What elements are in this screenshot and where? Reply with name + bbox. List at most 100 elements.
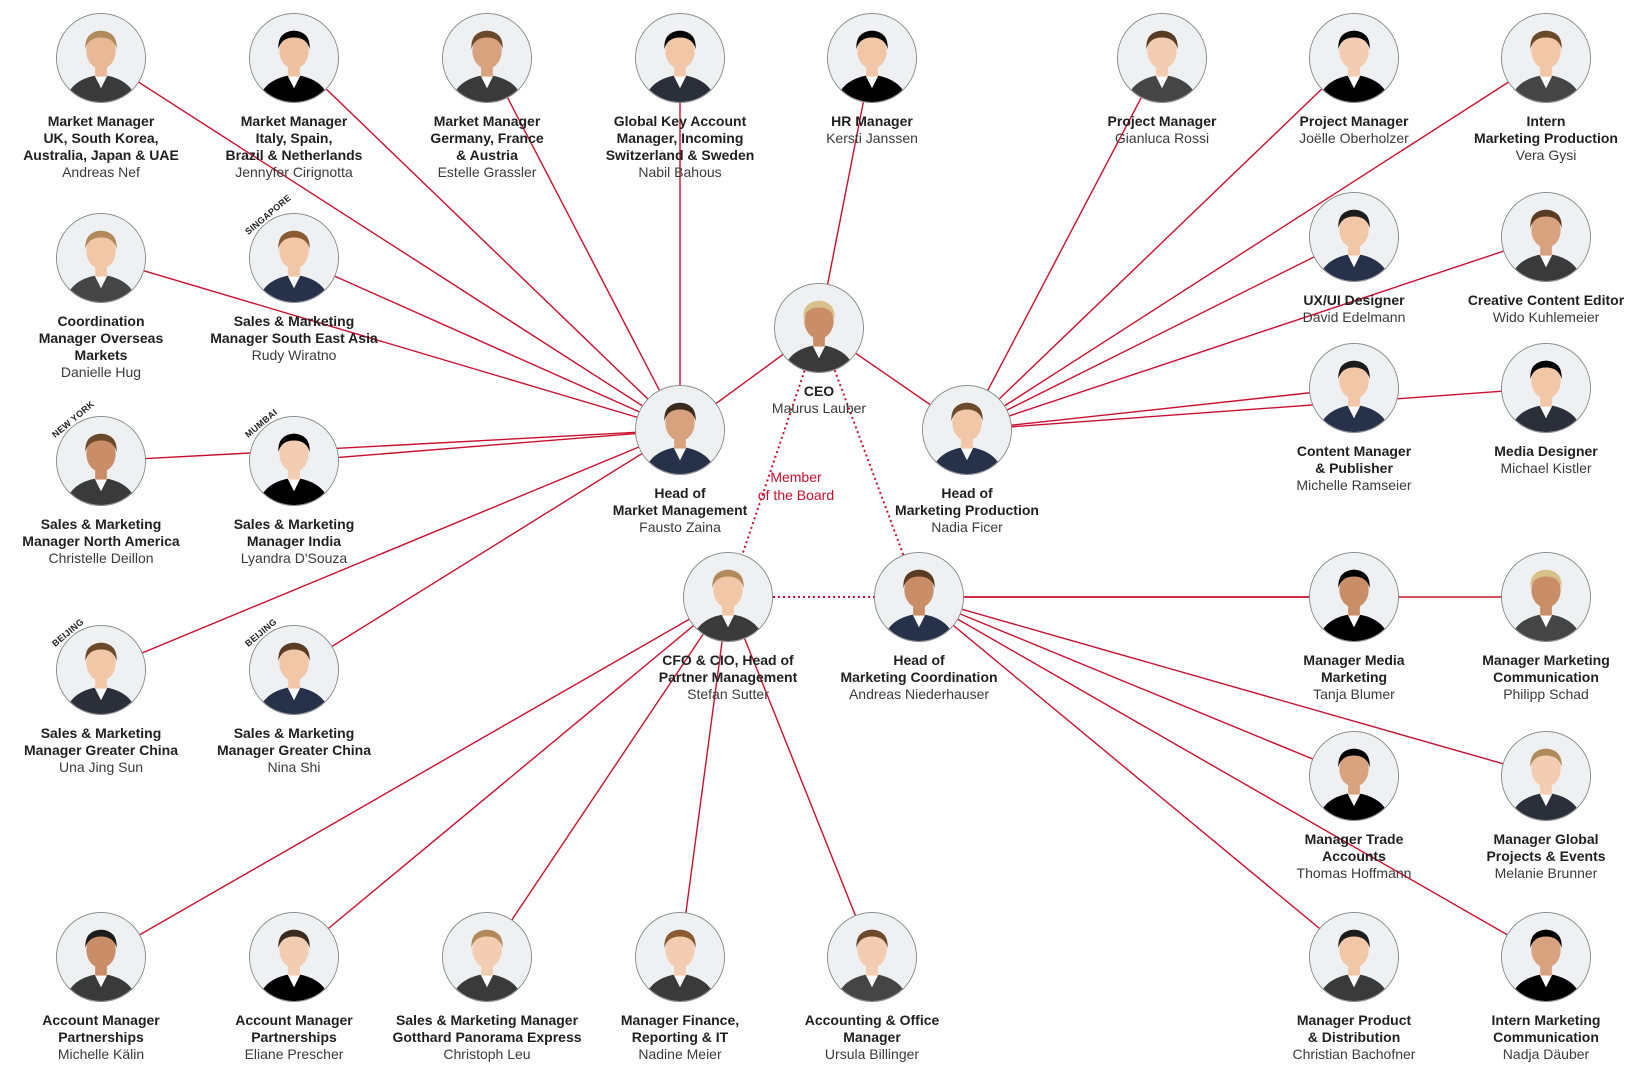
- avatar-blumer: [1309, 552, 1399, 642]
- avatar-rossi: [1117, 13, 1207, 103]
- role-title: Manager Product& Distribution: [1296, 1012, 1412, 1045]
- report-line-head_mm-grassler: [486, 57, 681, 431]
- person-name: Gianluca Rossi: [1114, 130, 1210, 146]
- avatar-hug: [56, 213, 146, 303]
- person-name: Stefan Sutter: [687, 686, 769, 702]
- role-title: Project Manager: [1107, 113, 1217, 129]
- person-name: Nadine Meier: [638, 1046, 722, 1062]
- person-name: Joëlle Oberholzer: [1299, 130, 1409, 146]
- person-name: Melanie Brunner: [1494, 865, 1598, 881]
- person-name: Nina Shi: [267, 759, 321, 775]
- person-name: Lyandra D'Souza: [240, 550, 348, 566]
- avatar-ramseier: [1309, 343, 1399, 433]
- avatar-shi: [249, 625, 339, 715]
- person-name: Una Jing Sun: [58, 759, 144, 775]
- avatar-kistler: [1501, 343, 1591, 433]
- report-line-head_mc-dauber: [918, 596, 1547, 958]
- avatar-kalin: [56, 912, 146, 1002]
- avatar-dauber: [1501, 912, 1591, 1002]
- report-line-head_mm-dsouza: [293, 429, 681, 462]
- person-name: Fausto Zaina: [639, 519, 721, 535]
- avatar-deillon: [56, 416, 146, 506]
- person-name: Vera Gysi: [1515, 147, 1577, 163]
- avatar-head_mm: [635, 385, 725, 475]
- board-link-ceo-cfo: [727, 327, 820, 598]
- avatar-schad: [1501, 552, 1591, 642]
- report-line-head_mm-shi: [293, 429, 681, 671]
- person-name: David Edelmann: [1302, 309, 1406, 325]
- report-line-head_mp-kistler: [966, 387, 1547, 431]
- avatar-bachofner: [1309, 912, 1399, 1002]
- role-title: UX/UI Designer: [1303, 292, 1405, 308]
- person-name: Michelle Ramseier: [1296, 477, 1412, 493]
- person-name: Andreas Niederhauser: [848, 686, 990, 702]
- role-title: Manager Finance,Reporting & IT: [620, 1012, 740, 1045]
- report-line-head_mc-bachofner: [918, 596, 1355, 958]
- report-line-head_mc-brunner: [918, 596, 1547, 777]
- person-name: Kersti Janssen: [826, 130, 918, 146]
- report-line-head_mc-hoffmann: [918, 596, 1355, 777]
- avatar-brunner: [1501, 731, 1591, 821]
- avatar-cirignotta: [249, 13, 339, 103]
- person-name: Nadja Däuber: [1502, 1046, 1590, 1062]
- person-name: Ursula Billinger: [824, 1046, 920, 1062]
- report-line-cfo-billinger: [727, 596, 873, 958]
- report-line-cfo-leu: [486, 596, 729, 958]
- person-name: Rudy Wiratno: [251, 347, 337, 363]
- report-line-head_mp-gysi: [966, 57, 1547, 431]
- avatar-hoffmann: [1309, 731, 1399, 821]
- person-name: Nadia Ficer: [931, 519, 1003, 535]
- person-name: Maurus Lauber: [771, 400, 867, 416]
- person-name: Danielle Hug: [60, 364, 142, 380]
- report-line-head_mp-edelmann: [966, 236, 1355, 431]
- person-name: Michael Kistler: [1500, 460, 1592, 476]
- avatar-sun: [56, 625, 146, 715]
- report-line-head_mp-oberholzer: [966, 57, 1355, 431]
- avatar-wiratno: [249, 213, 339, 303]
- person-name: Thomas Hoffmann: [1296, 865, 1412, 881]
- avatar-grassler: [442, 13, 532, 103]
- report-line-head_mp-ramseier: [966, 387, 1355, 431]
- avatar-oberholzer: [1309, 13, 1399, 103]
- report-line-head_mp-rossi: [966, 57, 1163, 431]
- avatar-dsouza: [249, 416, 339, 506]
- role-title: Project Manager: [1299, 113, 1409, 129]
- role-title: HR Manager: [831, 113, 913, 129]
- report-line-head_mp-kuhlemeier: [966, 236, 1547, 431]
- avatar-head_mc: [874, 552, 964, 642]
